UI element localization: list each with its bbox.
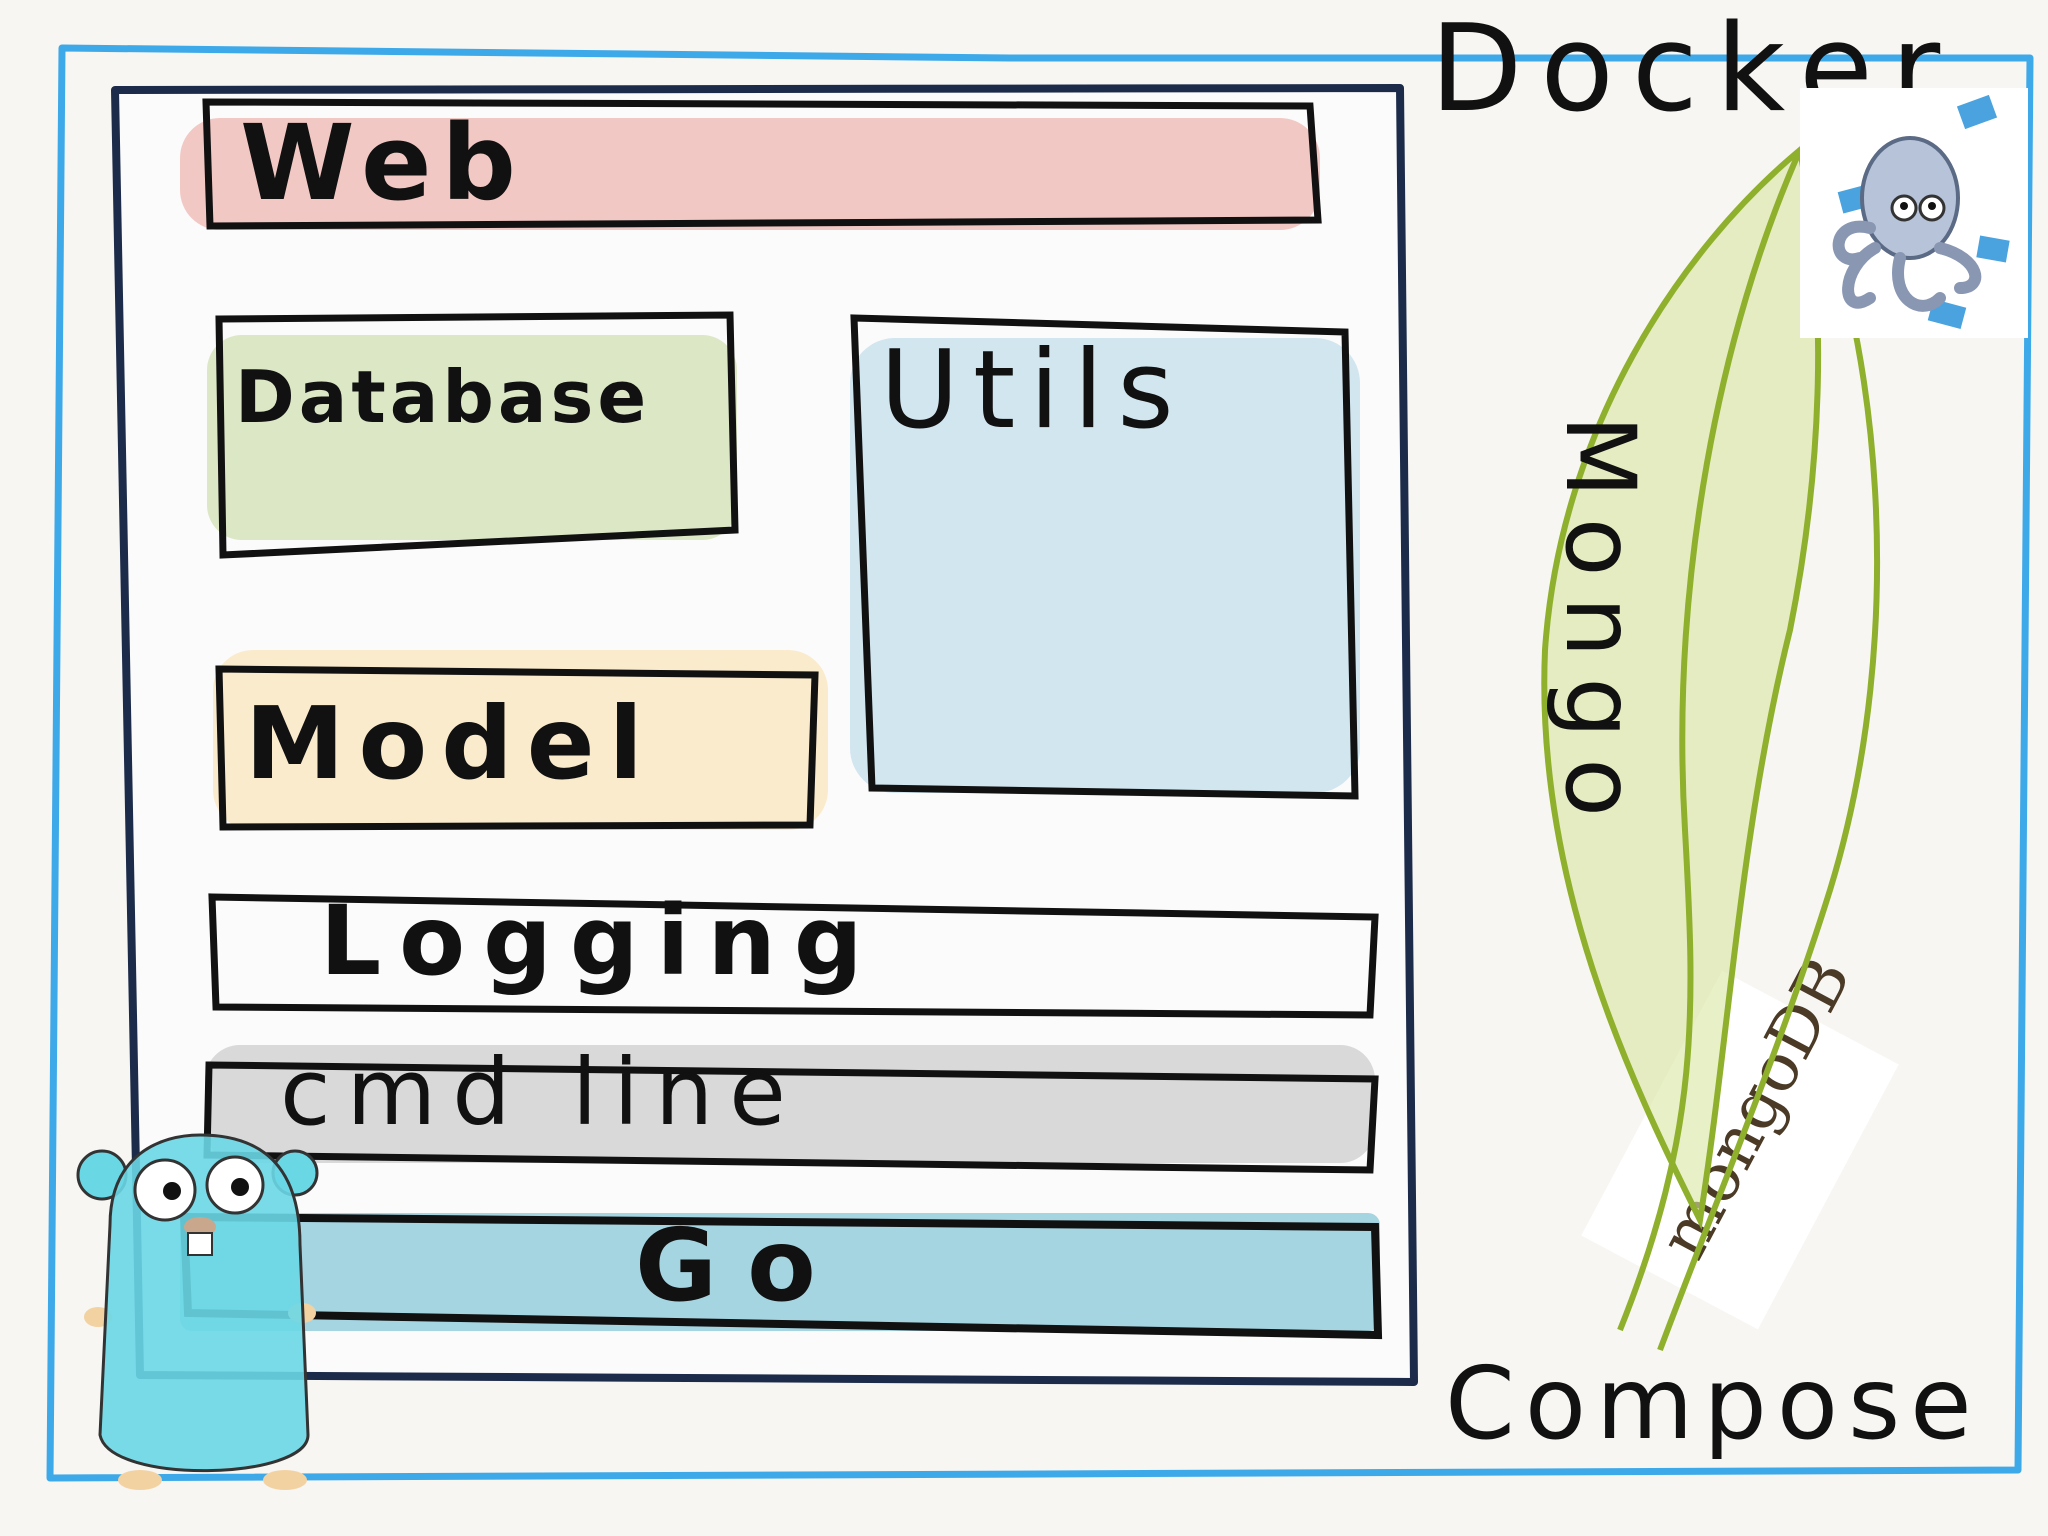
web-box: Web bbox=[180, 98, 1325, 230]
go-box: Go bbox=[179, 1205, 1385, 1340]
cmdline-label: cmd line bbox=[280, 1039, 802, 1146]
model-box: Model bbox=[213, 650, 828, 835]
utils-box: Utils bbox=[850, 314, 1375, 800]
docker-compose-octopus-icon bbox=[1800, 88, 2028, 338]
database-box: Database bbox=[207, 311, 740, 565]
cmdline-box: cmd line bbox=[203, 1039, 1380, 1174]
web-label: Web bbox=[240, 102, 526, 224]
logging-box: Logging bbox=[208, 885, 1380, 1020]
mongodb-leaf-icon bbox=[1541, 144, 1880, 1352]
mongo-label: Mongo bbox=[1544, 414, 1656, 838]
compose-label: Compose bbox=[1445, 1345, 1982, 1462]
go-label: Go bbox=[635, 1207, 846, 1324]
logging-label: Logging bbox=[320, 885, 881, 997]
database-label: Database bbox=[235, 355, 651, 439]
utils-label: Utils bbox=[880, 328, 1188, 453]
go-gopher-icon bbox=[70, 1133, 330, 1490]
model-label: Model bbox=[245, 685, 657, 802]
